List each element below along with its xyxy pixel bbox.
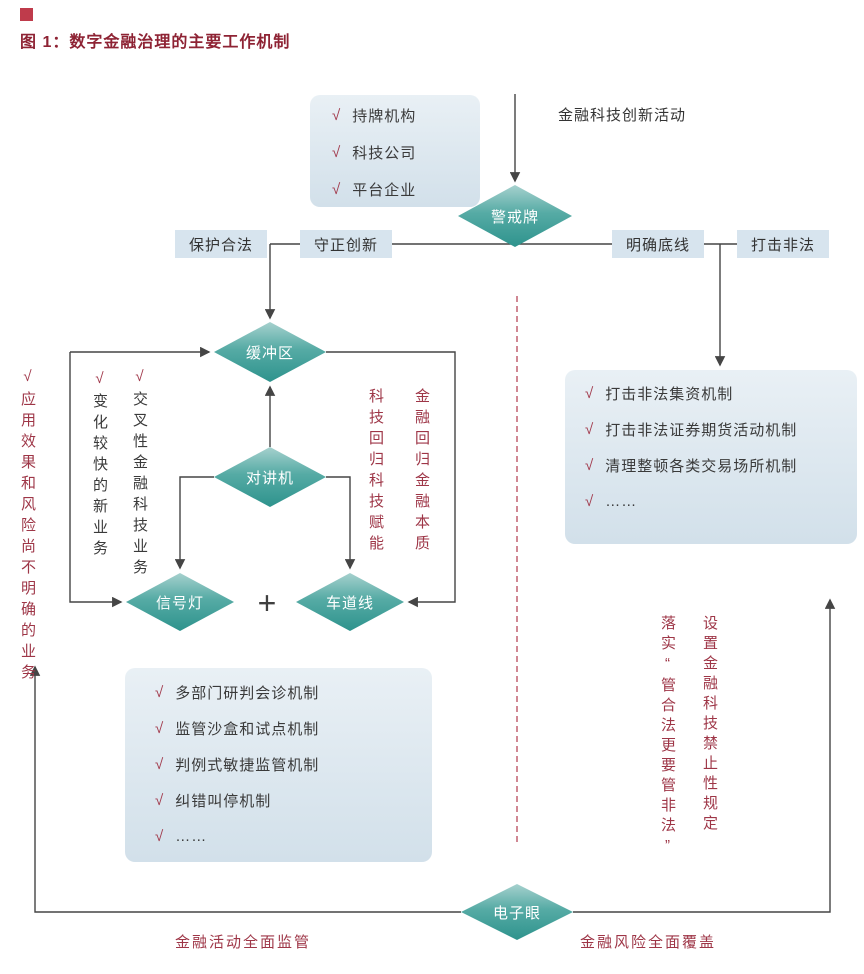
check-icon: √ (332, 107, 341, 124)
check-icon: √ (155, 827, 164, 845)
vertical-label-text: 变化较快的新业务 (91, 393, 108, 561)
list-item: √ 多部门研判会诊机制 (155, 674, 432, 710)
list-item: √ 打击非法证券期货活动机制 (585, 411, 857, 447)
title-square-icon (20, 8, 33, 21)
check-icon: √ (585, 384, 594, 402)
list-item: √ 持牌机构 (332, 97, 480, 134)
vertical-label-unclear-business: √应用效果和风险尚不明确的业务 (19, 368, 36, 685)
check-icon: √ (155, 755, 164, 773)
check-icon: √ (155, 683, 164, 701)
combat-illegal-panel: √ 打击非法集资机制 √ 打击非法证券期货活动机制 √ 清理整顿各类交易场所机制… (565, 370, 857, 544)
figure-title: 图 1：数字金融治理的主要工作机制 (20, 34, 291, 51)
list-item-text: 多部门研判会诊机制 (175, 684, 320, 702)
check-icon: √ (155, 719, 164, 737)
list-item: √ …… (155, 818, 432, 854)
vertical-label-implement: 落实“管合法更要管非法” (659, 615, 676, 859)
check-icon: √ (585, 456, 594, 474)
list-item-text: 纠错叫停机制 (175, 792, 272, 810)
list-item-text: 平台企业 (352, 182, 417, 199)
vertical-label-text: 应用效果和风险尚不明确的业务 (19, 391, 36, 685)
check-icon: √ (585, 492, 594, 510)
diamond-label: 信号灯 (155, 594, 204, 612)
check-icon: √ (131, 368, 148, 391)
list-item: √ 平台企业 (332, 171, 480, 208)
list-item: √ …… (585, 483, 857, 519)
plus-sign: + (257, 585, 277, 621)
vertical-label-setup: 设置金融科技禁止性规定 (701, 615, 718, 835)
list-item-text: 打击非法集资机制 (605, 385, 734, 403)
diamond-label: 缓冲区 (245, 344, 294, 362)
vertical-label-text: 交叉性金融科技业务 (131, 391, 148, 580)
check-icon: √ (155, 791, 164, 809)
check-icon: √ (332, 181, 341, 198)
diamond-label: 警戒牌 (490, 208, 539, 226)
check-icon: √ (19, 368, 36, 391)
check-icon: √ (91, 370, 108, 393)
list-item: √ 打击非法集资机制 (585, 375, 857, 411)
list-item: √ 判例式敏捷监管机制 (155, 746, 432, 782)
diamond-label: 电子眼 (492, 904, 541, 922)
list-item-text: …… (605, 492, 638, 510)
list-item: √ 纠错叫停机制 (155, 782, 432, 818)
list-item-text: 打击非法证券期货活动机制 (605, 421, 798, 439)
list-item: √ 清理整顿各类交易场所机制 (585, 447, 857, 483)
check-icon: √ (585, 420, 594, 438)
list-item: √ 监管沙盒和试点机制 (155, 710, 432, 746)
check-icon: √ (332, 144, 341, 161)
list-item-text: 判例式敏捷监管机制 (175, 756, 320, 774)
licensed-entities-panel: √ 持牌机构 √ 科技公司 √ 平台企业 (310, 95, 480, 207)
vertical-label-finance-returns: 金融回归金融本质 (413, 388, 430, 556)
diamond-label: 车道线 (325, 594, 374, 612)
tag-combat-illegal: 打击非法 (737, 230, 829, 258)
list-item-text: 持牌机构 (352, 108, 417, 125)
tag-uphold-innovation: 守正创新 (300, 230, 392, 258)
bottom-label-supervision: 金融活动全面监管 (174, 934, 311, 951)
vertical-label-tech-returns: 科技回归科技赋能 (367, 388, 384, 556)
innovation-activity-label: 金融科技创新活动 (558, 107, 687, 124)
list-item-text: …… (175, 827, 208, 845)
diamond-label: 对讲机 (245, 469, 294, 487)
vertical-label-cross-sector: √交叉性金融科技业务 (131, 368, 148, 580)
vertical-label-fast-changing: √变化较快的新业务 (91, 370, 108, 561)
list-item: √ 科技公司 (332, 134, 480, 171)
list-item-text: 监管沙盒和试点机制 (175, 720, 320, 738)
tag-protect-legal: 保护合法 (175, 230, 267, 258)
list-item-text: 科技公司 (352, 145, 417, 162)
bottom-label-coverage: 金融风险全面覆盖 (579, 934, 716, 951)
list-item-text: 清理整顿各类交易场所机制 (605, 457, 798, 475)
tag-clarify-bottom-line: 明确底线 (612, 230, 704, 258)
regulation-mechanisms-panel: √ 多部门研判会诊机制 √ 监管沙盒和试点机制 √ 判例式敏捷监管机制 √ 纠错… (125, 668, 432, 862)
